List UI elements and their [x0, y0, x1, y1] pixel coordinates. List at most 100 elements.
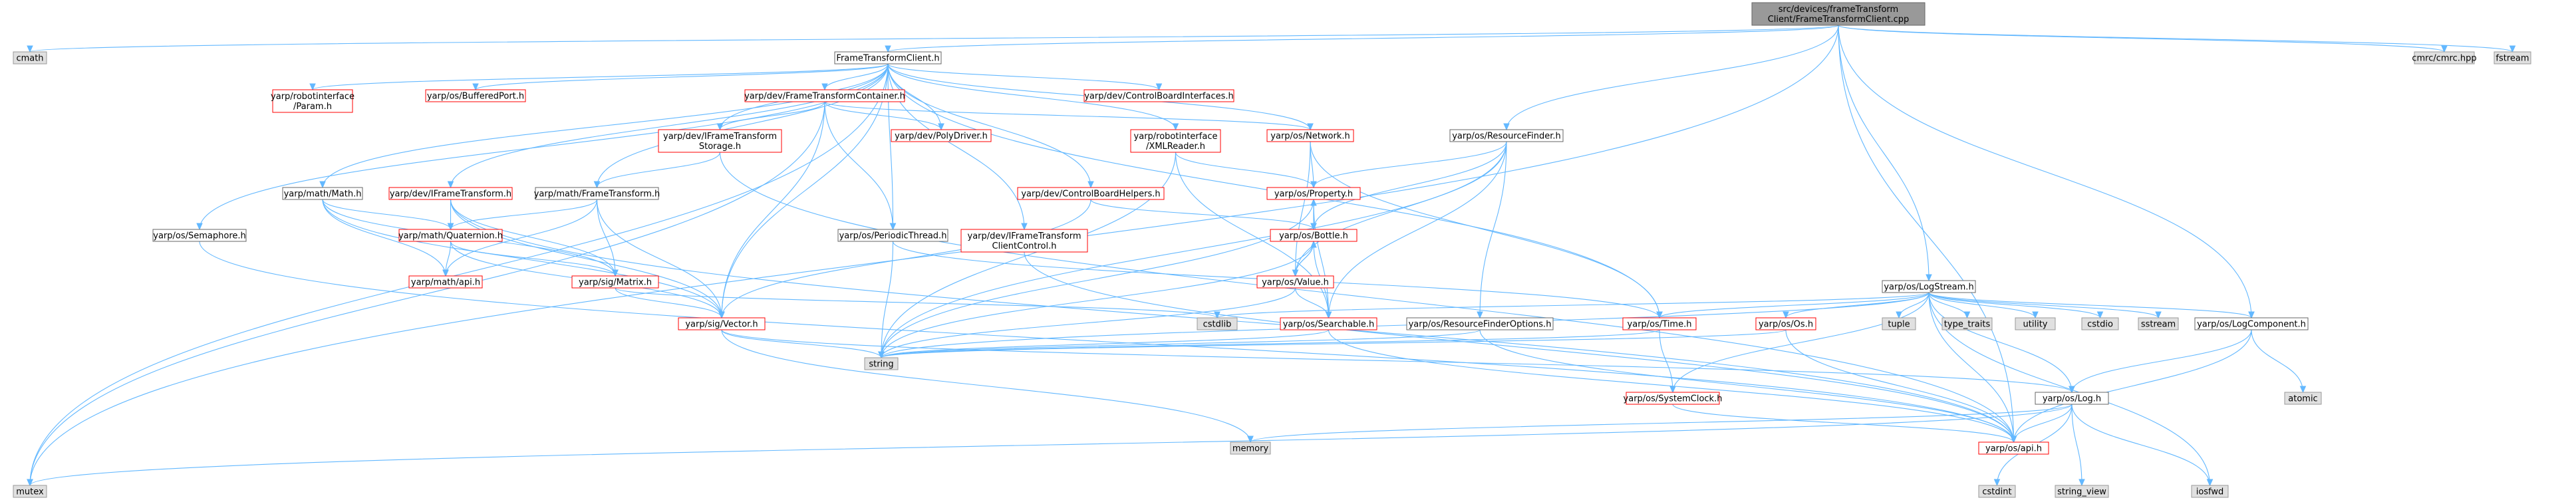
edge-arrowhead	[1896, 311, 1902, 319]
node-cbh[interactable]: yarp/dev/ControlBoardHelpers.h	[1017, 187, 1165, 200]
edge-line	[1838, 25, 2252, 318]
node-rfoptions[interactable]: yarp/os/ResourceFinderOptions.h	[1406, 317, 1554, 330]
node-box	[1197, 317, 1238, 330]
node-tuple: tuple	[1882, 317, 1916, 330]
node-box	[1270, 229, 1358, 242]
edge-arrowhead	[1155, 83, 1163, 91]
node-property[interactable]: yarp/os/Property.h	[1266, 187, 1361, 200]
node-cstdint: cstdint	[1978, 485, 2016, 498]
node-ftc_h[interactable]: FrameTransformClient.h	[834, 51, 942, 64]
node-quaternion[interactable]: yarp/math/Quaternion.h	[398, 229, 503, 242]
node-label: iosfwd	[2196, 487, 2224, 497]
edge-logstream-to-logcomp	[1928, 292, 2255, 319]
node-ift_h[interactable]: yarp/dev/IFrameTransform.h	[388, 187, 513, 200]
edge-log-to-mutex	[27, 404, 2073, 487]
edge-line	[887, 63, 1177, 130]
edge-line	[881, 329, 1330, 358]
node-label: yarp/math/api.h	[411, 278, 480, 288]
edge-line	[721, 101, 825, 318]
edge-line	[596, 152, 721, 188]
edge-root-to-cmrc	[1838, 25, 2448, 53]
node-polydriver[interactable]: yarp/dev/PolyDriver.h	[891, 129, 992, 142]
edge-ftc_h-to-cbi	[887, 63, 1163, 91]
node-logcomp[interactable]: yarp/os/LogComponent.h	[2194, 317, 2309, 330]
node-bottle[interactable]: yarp/os/Bottle.h	[1270, 229, 1358, 242]
node-xmlreader[interactable]: yarp/robotinterface/XMLReader.h	[1130, 129, 1221, 153]
node-matrix[interactable]: yarp/sig/Matrix.h	[571, 275, 659, 289]
node-label: cmrc/cmrc.hpp	[2412, 54, 2476, 64]
node-label: yarp/os/Time.h	[1628, 320, 1692, 330]
node-math_h[interactable]: yarp/math/Math.h	[282, 187, 363, 200]
edge-arrowhead	[2441, 45, 2448, 53]
node-buffered[interactable]: yarp/os/BufferedPort.h	[425, 89, 526, 102]
edge-line	[887, 25, 1839, 53]
node-time[interactable]: yarp/os/Time.h	[1622, 317, 1697, 330]
edge-arrowhead	[938, 123, 944, 131]
node-label: src/devices/frameTransform	[1779, 5, 1898, 15]
node-mft_h[interactable]: yarp/math/FrameTransform.h	[534, 187, 660, 200]
edge-line	[881, 329, 1660, 358]
node-periodic[interactable]: yarp/os/PeriodicThread.h	[837, 229, 948, 242]
edge-arrowhead	[718, 311, 725, 319]
node-searchable[interactable]: yarp/os/Searchable.h	[1280, 317, 1377, 330]
edge-line	[881, 199, 1314, 358]
edge-arrowhead	[1214, 311, 1220, 319]
node-label: Client/FrameTransformClient.cpp	[1768, 15, 1910, 25]
edge-ftcont-to-polydriver	[824, 101, 944, 131]
node-vector[interactable]: yarp/sig/Vector.h	[678, 317, 766, 330]
node-cbi[interactable]: yarp/dev/ControlBoardInterfaces.h	[1083, 89, 1234, 102]
node-semaphore[interactable]: yarp/os/Semaphore.h	[152, 229, 247, 242]
node-mathapi[interactable]: yarp/math/api.h	[408, 275, 483, 289]
node-box	[408, 275, 483, 289]
edge-line	[596, 63, 889, 188]
edge-arrowhead	[1087, 181, 1094, 189]
edge-arrowhead	[2069, 386, 2075, 394]
edge-line	[1294, 141, 1311, 277]
edge-arrowhead	[1325, 311, 1332, 319]
edge-arrowhead	[821, 83, 828, 91]
edge-cbh-to-vector	[718, 199, 1091, 319]
edge-arrowhead	[2096, 311, 2104, 319]
node-resfinder[interactable]: yarp/os/ResourceFinder.h	[1449, 129, 1564, 142]
edge-ftcont-to-ift_storage	[716, 101, 825, 131]
node-box	[535, 187, 659, 200]
node-sysclock[interactable]: yarp/os/SystemClock.h	[1624, 392, 1723, 405]
node-ftcont[interactable]: yarp/dev/FrameTransformContainer.h	[744, 89, 905, 102]
edge-logstream-to-utility	[1928, 292, 2039, 319]
node-label: FrameTransformClient.h	[836, 54, 939, 64]
node-network[interactable]: yarp/os/Network.h	[1266, 129, 1354, 142]
node-string: string	[864, 357, 899, 370]
node-value[interactable]: yarp/os/Value.h	[1256, 275, 1334, 289]
node-label: /XMLReader.h	[1146, 142, 1205, 152]
edge-sysclock-to-osapi	[1672, 404, 2017, 443]
node-os_h[interactable]: yarp/os/Os.h	[1755, 317, 1816, 330]
edge-line	[2251, 329, 2304, 393]
edge-line	[824, 101, 942, 130]
node-box	[1017, 187, 1165, 200]
node-box	[1280, 317, 1377, 330]
node-label: yarp/os/Property.h	[1274, 189, 1353, 199]
edge-arrowhead	[1669, 386, 1676, 394]
edge-line	[887, 63, 1160, 90]
node-type_traits: type_traits	[1941, 317, 1993, 330]
edge-line	[881, 329, 1787, 358]
node-rif_param[interactable]: yarp/robotinterface/Param.h	[271, 89, 355, 113]
node-label: atomic	[2288, 394, 2317, 404]
edge-arrowhead	[2509, 45, 2516, 53]
edge-arrowhead	[1963, 311, 1971, 319]
node-log[interactable]: yarp/os/Log.h	[2035, 392, 2109, 405]
node-label: yarp/os/BufferedPort.h	[427, 92, 524, 102]
edge-arrowhead	[27, 45, 33, 53]
node-osapi[interactable]: yarp/os/api.h	[1978, 441, 2049, 455]
node-logstream[interactable]: yarp/os/LogStream.h	[1882, 280, 1976, 293]
edge-line	[1672, 292, 1930, 393]
edge-line	[312, 63, 889, 90]
edge-arrowhead	[2155, 311, 2162, 319]
edge-arrowhead	[309, 83, 316, 91]
node-label: Storage.h	[699, 142, 741, 152]
edge-line	[721, 329, 882, 358]
edge-ftc_h-to-rif_param	[309, 63, 889, 91]
node-label: sstream	[2141, 320, 2176, 330]
